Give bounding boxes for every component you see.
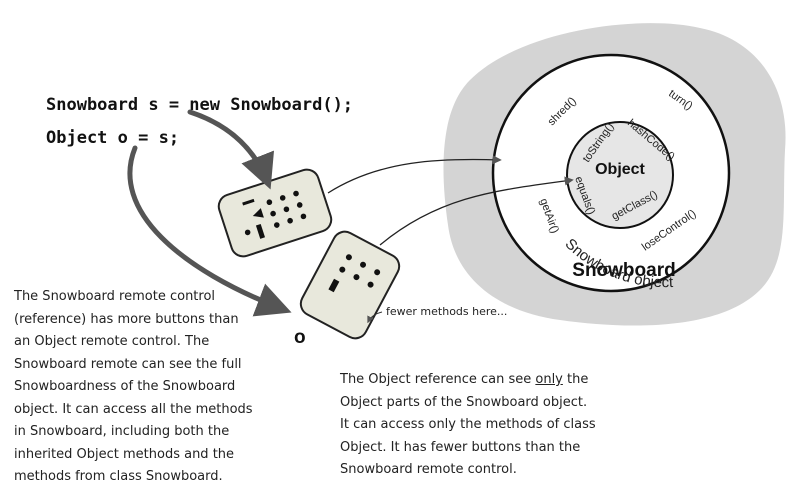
code-line-2: Object o = s; [46, 128, 180, 148]
right-annotation-line: It can access only the methods of class [340, 417, 596, 432]
right-annotation-line: Object. It has fewer buttons than the [340, 439, 581, 455]
code-line-1: Snowboard s = new Snowboard(); [46, 95, 354, 115]
left-annotation-line: object. It can access all the methods [14, 401, 253, 417]
variable-o-label: o [294, 327, 306, 348]
object-label: Object [595, 161, 645, 178]
object-remote [299, 230, 401, 340]
left-annotation-line: (reference) has more buttons than [14, 311, 239, 327]
right-annotation-text: the [562, 372, 589, 387]
right-annotation-line: Snowboard remote control. [340, 462, 517, 477]
left-annotation-line: The Snowboard remote control [14, 289, 216, 304]
wire-snowboard-remote [327, 155, 502, 194]
wire-object-remote [379, 176, 574, 246]
left-annotation: The Snowboard remote control (reference)… [14, 286, 274, 489]
left-annotation-line: methods from class Snowboard. [14, 469, 223, 484]
left-annotation-line: inherited Object methods and the [14, 446, 235, 462]
left-annotation-line: in Snowboard, including both the [14, 424, 230, 439]
fewer-methods-arrow [367, 311, 383, 324]
left-annotation-line: an Object remote control. The [14, 334, 210, 349]
object-circle [566, 121, 674, 229]
right-annotation: The Object reference can see only the Ob… [340, 369, 640, 482]
right-annotation-line: Object parts of the Snowboard object. [340, 394, 588, 410]
fewer-methods-note: fewer methods here... [386, 305, 508, 318]
snowboard-label: Snowboard [572, 260, 675, 281]
right-annotation-text: The Object reference can see [340, 372, 536, 387]
arrow-s-to-remote [187, 109, 275, 190]
arrow-o-to-remote [127, 145, 292, 317]
right-annotation-line: The Object reference can see only the [340, 369, 640, 392]
snowboard-remote [217, 168, 333, 258]
left-annotation-line: Snowboardness of the Snowboard [14, 379, 236, 394]
left-annotation-line: Snowboard remote can see the full [14, 356, 242, 372]
emphasis-only: only [535, 372, 563, 387]
